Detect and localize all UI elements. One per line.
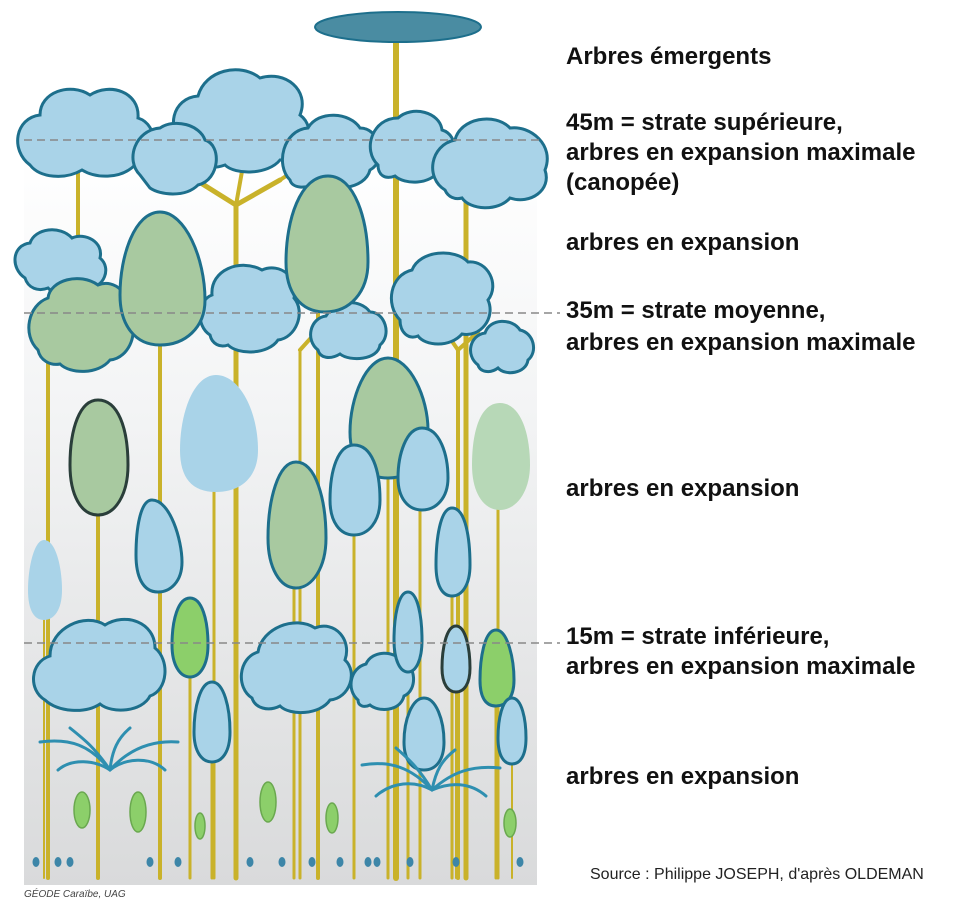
label-middle-strata-1: 35m = strate moyenne,: [566, 296, 825, 326]
emergent-tree-crown: [315, 12, 481, 42]
label-expansion-3: arbres en expansion: [566, 762, 799, 792]
label-lower-strata-1: 15m = strate inférieure,: [566, 622, 829, 652]
producer-credit: GÉODE Caraïbe, UAG: [24, 889, 126, 900]
source-credit: Source : Philippe JOSEPH, d'après OLDEMA…: [590, 866, 924, 884]
label-emergents: Arbres émergents: [566, 42, 771, 72]
label-middle-strata-2: arbres en expansion maximale: [566, 328, 916, 358]
label-expansion-2: arbres en expansion: [566, 474, 799, 504]
label-upper-strata-2: arbres en expansion maximale: [566, 138, 916, 168]
label-expansion-1: arbres en expansion: [566, 228, 799, 258]
label-upper-strata-1: 45m = strate supérieure,: [566, 108, 843, 138]
label-upper-strata-3: (canopée): [566, 168, 679, 198]
label-lower-strata-2: arbres en expansion maximale: [566, 652, 916, 682]
